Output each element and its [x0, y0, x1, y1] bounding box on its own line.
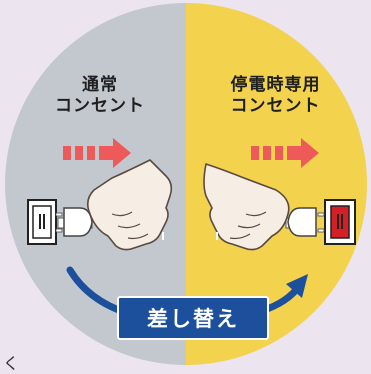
stray-mark: く	[3, 354, 20, 373]
right-arrow-icon	[63, 138, 131, 168]
emergency-outlet-label-line2: コンセント	[230, 96, 321, 116]
emergency-outlet-icon	[324, 199, 356, 245]
normal-outlet-label-line1: 通常	[82, 75, 118, 95]
normal-outlet-label: 通常 コンセント	[40, 75, 160, 117]
normal-outlet-label-line2: コンセント	[55, 96, 145, 116]
right-arrow-icon	[251, 138, 319, 168]
emergency-outlet-label-line1: 停電時専用	[230, 75, 321, 95]
swap-badge: 差し替え	[117, 296, 269, 340]
emergency-outlet-label: 停電時専用 コンセント	[208, 75, 343, 117]
normal-outlet-icon	[27, 199, 57, 245]
right-hand-plug-icon	[203, 163, 325, 251]
left-hand-plug-icon	[55, 159, 173, 251]
